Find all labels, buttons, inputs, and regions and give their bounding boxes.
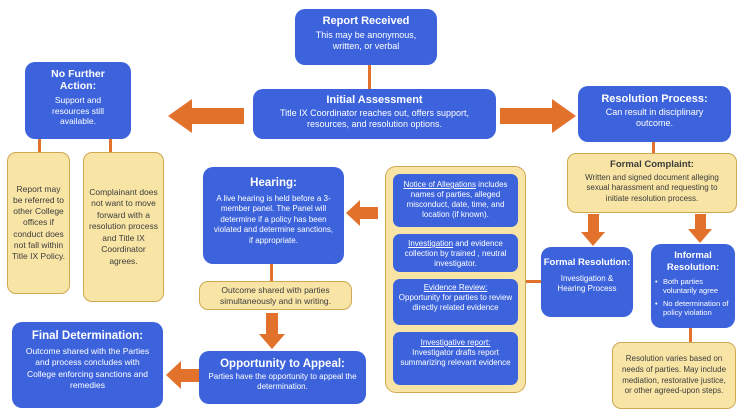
resolution-steps-list: Notice of Allegations includes names of … [393, 174, 518, 385]
node-title: Report Received [322, 15, 410, 27]
node-title: Final Determination: [31, 330, 144, 342]
node-initial-assessment: Initial Assessment Title IX Coordinator … [253, 89, 496, 139]
step-evidence-review: Evidence Review:Opportunity for parties … [393, 279, 518, 325]
node-report-referred: Report may be referred to other College … [7, 152, 70, 294]
node-body: A live hearing is held before a 3-member… [213, 194, 334, 245]
node-title: Hearing: [250, 177, 297, 189]
arrow-down-icon [259, 313, 285, 349]
node-formal-resolution: Formal Resolution: Investigation & Heari… [541, 247, 633, 317]
node-resolution-process: Resolution Process: Can result in discip… [578, 86, 731, 142]
node-title: Formal Resolution: [543, 257, 631, 268]
node-body: Outcome shared with the Parties and proc… [25, 346, 150, 391]
connector-steps-to-formalres [525, 280, 542, 283]
step-lead: Evidence Review: [423, 283, 488, 292]
node-body: Resolution varies based on needs of part… [621, 353, 727, 396]
node-body: Support and resources still available. [52, 95, 104, 127]
node-body: Parties have the opportunity to appeal t… [208, 372, 357, 392]
node-outcome-shared: Outcome shared with parties simultaneous… [199, 281, 352, 310]
connector-nfa-to-referred [38, 138, 41, 153]
node-hearing: Hearing: A live hearing is held before a… [203, 167, 344, 264]
connector-informal-to-varies [689, 328, 692, 343]
step-lead: Notice of Allegations [403, 180, 476, 189]
arrow-down-icon [581, 214, 605, 246]
node-body: Can result in disciplinary outcome. [605, 107, 704, 129]
connector-nfa-to-complainant [109, 138, 112, 153]
connector-report-to-assessment [368, 64, 371, 90]
node-body: Report may be referred to other College … [12, 184, 65, 261]
node-opportunity-to-appeal: Opportunity to Appeal: Parties have the … [199, 351, 366, 404]
arrow-left-icon [168, 98, 244, 134]
connector-resprocess-to-complaint [652, 141, 655, 154]
node-title: Formal Complaint: [610, 159, 694, 170]
node-body: Investigation & Hearing Process [557, 273, 617, 294]
step-rest: includes names of parties, alleged misco… [406, 180, 508, 219]
node-informal-resolution: Informal Resolution: Both parties volunt… [651, 244, 735, 328]
node-title: Opportunity to Appeal: [220, 358, 345, 370]
node-body: Title IX Coordinator reaches out, offers… [279, 108, 470, 130]
step-rest: and evidence collection by trained , neu… [404, 239, 507, 268]
node-title: Resolution Process: [601, 93, 708, 105]
step-investigative-report: Investigative report:Investigator drafts… [393, 332, 518, 385]
node-body: This may be anonymous, written, or verba… [315, 30, 417, 52]
node-title: Informal Resolution: [666, 250, 720, 273]
node-body: Written and signed document alleging sex… [585, 173, 719, 203]
node-title: Initial Assessment [326, 94, 423, 106]
node-no-further-action: No Further Action: Support and resources… [25, 62, 131, 139]
node-formal-complaint: Formal Complaint: Written and signed doc… [567, 153, 737, 213]
step-lead: Investigation [408, 239, 454, 248]
node-title: No Further Action: [51, 68, 105, 93]
node-resolution-varies: Resolution varies based on needs of part… [612, 342, 736, 409]
node-body: Complainant does not want to move forwar… [89, 186, 158, 266]
arrow-down-icon [688, 214, 712, 243]
step-lead: Investigative report: [420, 338, 491, 347]
arrow-left-icon [346, 200, 378, 226]
node-final-determination: Final Determination: Outcome shared with… [12, 322, 163, 408]
step-notice-of-allegations: Notice of Allegations includes names of … [393, 174, 518, 227]
arrow-left-icon [166, 361, 199, 389]
bullet-item: No determination of policy violation [653, 299, 733, 318]
node-complainant-declines: Complainant does not want to move forwar… [83, 152, 164, 302]
node-body: Outcome shared with parties simultaneous… [219, 284, 332, 306]
bullet-item: Both parties voluntarily agree [653, 277, 733, 296]
step-rest: Opportunity for parties to review direct… [398, 293, 513, 312]
connector-hearing-to-outcome [270, 263, 273, 282]
arrow-right-icon [500, 98, 576, 134]
step-rest: Investigator drafts report summarizing r… [400, 348, 511, 367]
step-investigation: Investigation and evidence collection by… [393, 234, 518, 272]
node-report-received: Report Received This may be anonymous, w… [295, 9, 437, 65]
